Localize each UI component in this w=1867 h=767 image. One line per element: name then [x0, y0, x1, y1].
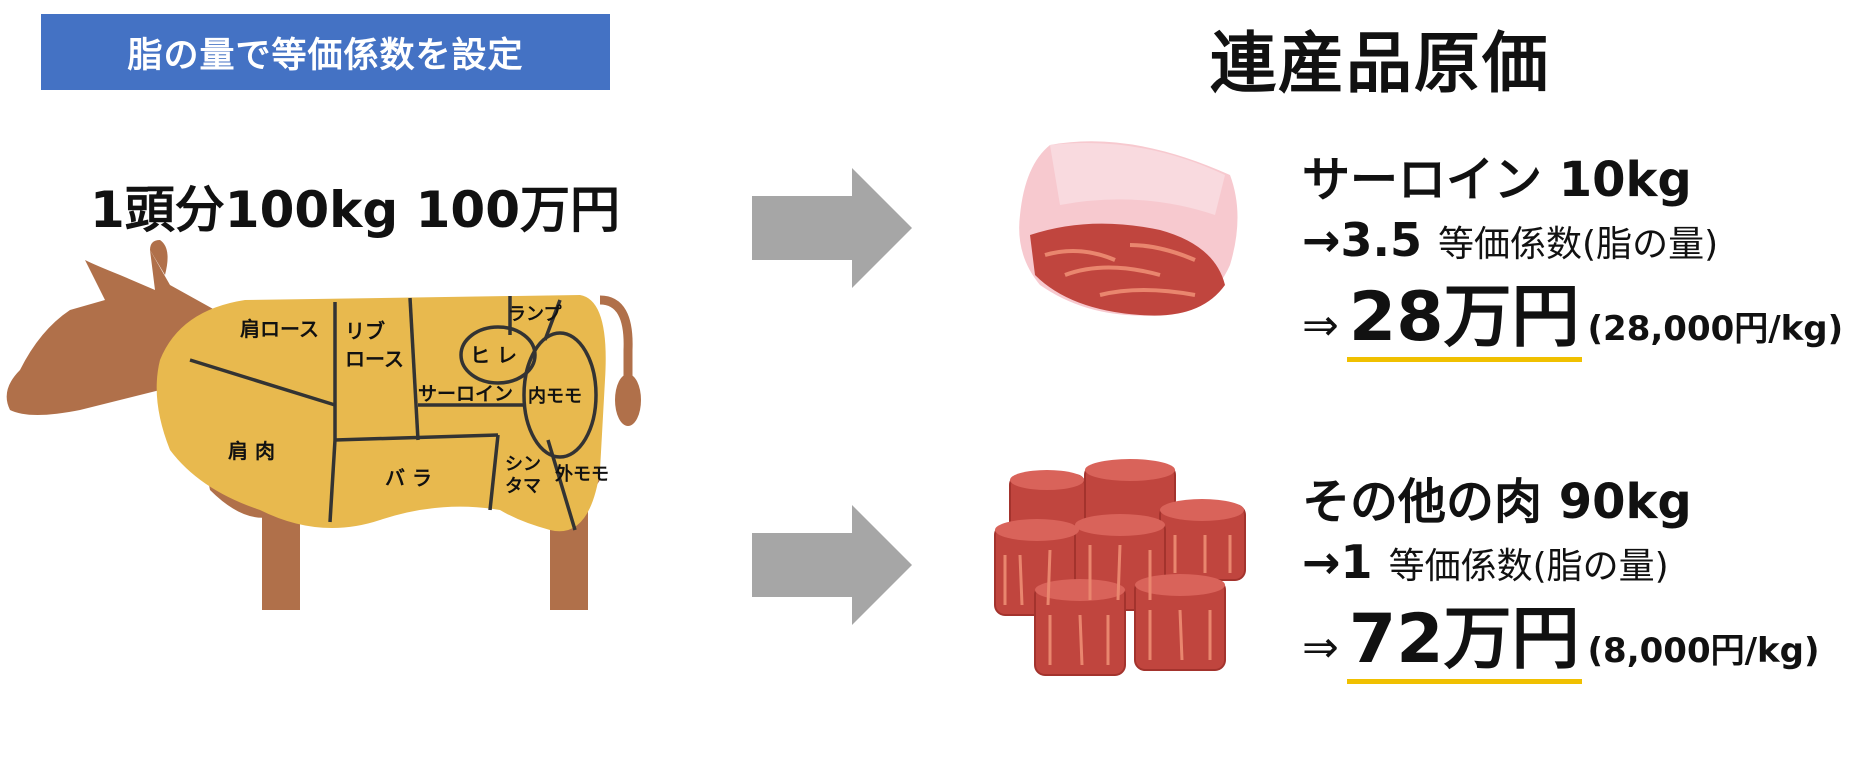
- cut-rump-label: ランプ: [508, 303, 562, 325]
- page-title: 連産品原価: [1210, 25, 1550, 102]
- price-amount: 28万円: [1346, 278, 1582, 362]
- cut-hire-label: ヒ レ: [470, 343, 517, 367]
- product-price: ⇒28万円(28,000円/kg): [1302, 273, 1843, 374]
- other-meat-image: [994, 459, 1246, 676]
- sirloin-meat-image: [1019, 141, 1238, 316]
- cow-illustration: 肩ロース リブ ロース ランプ ヒ レ サーロイン 内モモ 肩 肉 バ ラ シン…: [6, 240, 641, 610]
- product-name: サーロイン 10kg: [1302, 152, 1692, 208]
- coefficient-value: →1: [1302, 535, 1373, 589]
- cow-total-label: 1頭分100kg 100万円: [90, 181, 620, 239]
- cut-sotomomo-label: 外モモ: [555, 463, 609, 485]
- product-coefficient: →3.5 等価係数(脂の量): [1302, 210, 1843, 275]
- implies-symbol: ⇒: [1302, 300, 1339, 351]
- arrow-right-icon: [752, 505, 912, 625]
- coefficient-value: →3.5: [1302, 213, 1423, 267]
- arrow-right-icon: [752, 168, 912, 288]
- price-per-kg: (8,000円/kg): [1587, 631, 1820, 671]
- price-per-kg: (28,000円/kg): [1587, 309, 1844, 349]
- coefficient-label: 等価係数(脂の量): [1388, 546, 1669, 587]
- cut-rib-loin-label-2: ロース: [345, 347, 404, 371]
- header-badge: 脂の量で等価係数を設定: [41, 14, 610, 90]
- cut-sirloin-label: サーロイン: [418, 383, 513, 405]
- implies-symbol: ⇒: [1302, 622, 1339, 673]
- cow-horn: [150, 240, 168, 275]
- coefficient-label: 等価係数(脂の量): [1438, 224, 1719, 265]
- cow-tail: [599, 295, 633, 390]
- cut-shintama-label-2: タマ: [505, 476, 541, 497]
- product-name: その他の肉 90kg: [1302, 474, 1692, 530]
- product-price: ⇒72万円(8,000円/kg): [1302, 595, 1820, 696]
- product-coefficient: →1 等価係数(脂の量): [1302, 532, 1820, 597]
- product-sirloin: サーロイン 10kg →3.5 等価係数(脂の量) ⇒28万円(28,000円/…: [1302, 150, 1843, 374]
- cut-kata-loin-label: 肩ロース: [240, 317, 319, 341]
- cut-shintama-label: シン: [505, 454, 541, 475]
- cut-uchimomo-label: 内モモ: [528, 385, 582, 407]
- cut-rib-loin-label: リブ: [345, 319, 385, 343]
- cut-katanikku-label: 肩 肉: [228, 439, 275, 463]
- product-other-meat: その他の肉 90kg →1 等価係数(脂の量) ⇒72万円(8,000円/kg): [1302, 472, 1820, 696]
- cow-tail-tip: [615, 374, 641, 426]
- cut-bara-label: バ ラ: [385, 466, 432, 490]
- price-amount: 72万円: [1346, 600, 1582, 684]
